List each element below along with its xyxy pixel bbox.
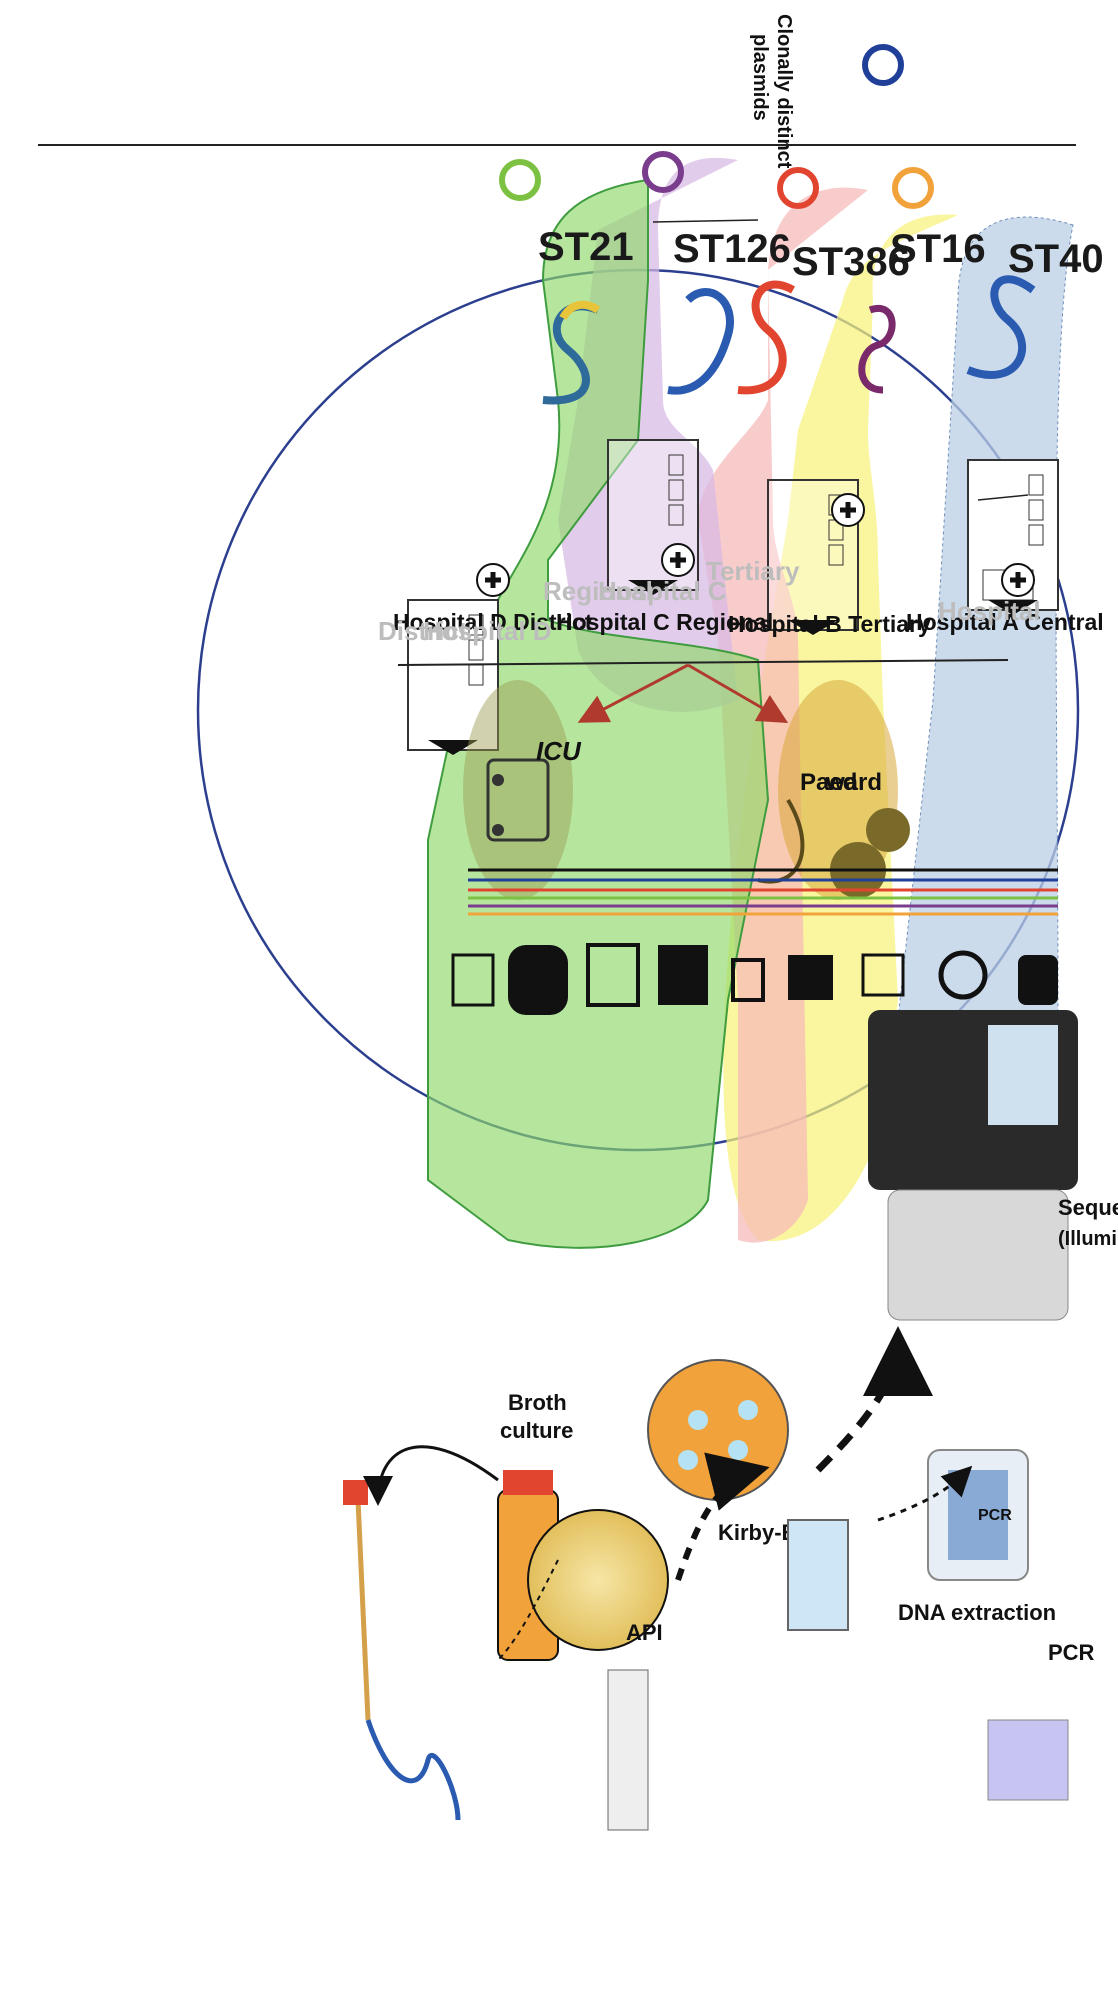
hospital-d-building (407, 599, 499, 755)
swab-cap (343, 1480, 368, 1505)
equipment-trunk-lines (468, 868, 1058, 916)
petri-dish (527, 1509, 669, 1651)
broth-culture-label-2: culture (500, 1418, 573, 1443)
sink-icon (731, 958, 765, 1002)
hospital-c-label: Hospital C Regional (556, 609, 773, 635)
monitor-icon (788, 955, 833, 1000)
sequencer-label-2: (Illumina MiSeq) (1058, 1228, 1118, 1250)
pcr-screen-label: PCR (978, 1507, 1012, 1524)
kirby-bauer-plate (647, 1359, 789, 1501)
arrow-to-sequencer (815, 1326, 933, 1473)
streak-loop (365, 1719, 461, 1821)
ghost-label-a: Hospital (938, 596, 1041, 626)
squiggle-st126 (667, 288, 734, 395)
squiggle-st386 (737, 280, 795, 395)
ghost-label-c2: Regional (543, 576, 653, 606)
hospital-b-label: Hospital B Tertiary (728, 611, 931, 637)
st386-label: ST386 (792, 240, 910, 284)
icu-area (463, 680, 573, 900)
plasmids-title-1: Clonally distinct (773, 14, 795, 169)
phone-icon (1018, 955, 1058, 1005)
plasmid-ring-st126 (642, 151, 684, 193)
arrow-to-icu (577, 663, 689, 723)
plasmid-rings (499, 44, 934, 209)
bed-rail-icon (586, 943, 640, 1007)
hospital-a-label: Hospital A Central (906, 609, 1104, 635)
st40-region (887, 216, 1074, 1162)
ghost-label-c1: Hospital C (598, 576, 727, 606)
broth-culture-label-1: Broth (508, 1390, 567, 1415)
headset-icon (938, 950, 988, 1000)
scale-icon (861, 953, 905, 997)
ghost-label-d2: District (378, 616, 468, 646)
hospital-divider (397, 659, 1009, 666)
sequencer-label-1: Sequencer (1058, 1195, 1118, 1220)
plasmid-ring-st40 (862, 44, 904, 86)
plasmid-ring-st16 (892, 167, 934, 209)
gel-image (987, 1719, 1069, 1801)
st40-label: ST40 (1008, 237, 1104, 281)
st21-label: ST21 (538, 225, 634, 269)
paed-ward-label-1: Paed (800, 769, 857, 796)
api-label: API (626, 1620, 663, 1645)
hospital-d-label: Hospital D District (393, 609, 593, 635)
plasmid-ring-st386 (777, 167, 819, 209)
dna-extraction-label: DNA extraction (898, 1600, 1056, 1625)
equipment-icons (451, 943, 1058, 1015)
staff-icon (451, 953, 495, 1007)
plasmid-ring-st21 (499, 159, 541, 201)
ghost-label-b: Tertiary (706, 556, 800, 586)
arrow-to-pcr (877, 1465, 973, 1522)
st16-label: ST16 (890, 227, 986, 271)
culture-arrow (363, 1445, 499, 1506)
squiggle-st40 (966, 275, 1036, 379)
incubator-icon (508, 945, 568, 1015)
icu-label: ICU (536, 736, 582, 766)
computer-icon (658, 945, 708, 1005)
plasmid-squiggles (542, 275, 1036, 405)
hospital-cross-icons (476, 493, 1035, 597)
ghost-label-d1: Hospital D (423, 616, 552, 646)
dna-tube (787, 1519, 849, 1631)
arrow-to-paed (687, 663, 789, 724)
pcr-label: PCR (1048, 1640, 1095, 1665)
swab-stick (355, 1499, 371, 1721)
st126-label: ST126 (673, 227, 791, 271)
api-strip (607, 1669, 649, 1831)
arrow-to-api (497, 1559, 559, 1661)
plasmids-title-2: plasmids (749, 34, 771, 121)
sequencer (868, 1010, 1078, 1321)
squiggle-st16 (858, 304, 896, 394)
paed-ward-label-2: ward (825, 769, 882, 796)
